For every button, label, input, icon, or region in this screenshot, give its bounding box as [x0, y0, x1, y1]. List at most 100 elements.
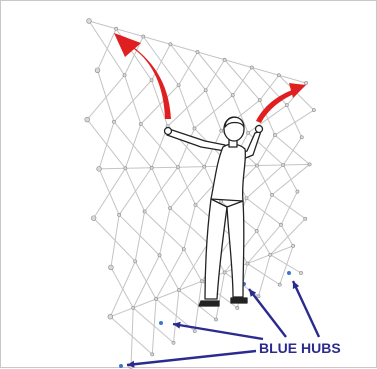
- left-red-arrow-head-icon: [114, 33, 141, 57]
- frame-hub: [193, 202, 198, 207]
- blue-hub-callout-arrows: [126, 280, 321, 368]
- frame-hub: [176, 288, 181, 293]
- blue-hub-icon: [159, 321, 163, 325]
- lattice-strut: [256, 134, 276, 166]
- frame-hub: [284, 103, 289, 108]
- frame-hub: [176, 165, 180, 170]
- lattice-strut: [130, 307, 134, 367]
- callout-arrowhead-icon: [292, 281, 300, 289]
- left-arm: [166, 128, 226, 152]
- lattice-strut: [278, 74, 307, 84]
- lattice-strut: [247, 104, 288, 134]
- lattice-strut: [194, 94, 234, 129]
- lattice-strut: [256, 230, 271, 255]
- hair: [224, 116, 245, 128]
- frame-hub: [150, 352, 155, 357]
- lattice-strut: [256, 194, 273, 232]
- lattice-strut: [88, 20, 125, 76]
- callout-arrow-line: [126, 349, 257, 367]
- lattice-strut: [113, 79, 152, 123]
- frame-hub: [142, 209, 147, 214]
- frame-hub: [192, 126, 197, 131]
- frame-hub: [270, 192, 274, 197]
- lattice-strut: [256, 164, 284, 167]
- lattice-strut: [93, 168, 126, 219]
- lattice-strut: [205, 59, 226, 91]
- lattice-strut: [286, 104, 303, 138]
- lattice-strut: [177, 128, 195, 168]
- lattice-strut: [93, 217, 136, 262]
- lattice-strut: [110, 316, 153, 355]
- lattice-strut: [246, 197, 282, 226]
- lattice-strut: [283, 163, 310, 166]
- lattice-strut: [110, 307, 134, 318]
- lattice-strut: [86, 119, 126, 169]
- right-red-arrow-head-icon: [289, 83, 306, 98]
- frame-hub: [90, 215, 97, 221]
- frame-hub: [304, 81, 308, 85]
- lattice-strut: [144, 166, 179, 212]
- torso: [210, 143, 247, 202]
- red-motion-arrows: [114, 33, 306, 123]
- callout-arrowhead-icon: [127, 360, 135, 368]
- lattice-strut: [224, 59, 261, 101]
- frame-hub: [219, 199, 223, 204]
- frame-hub: [245, 261, 250, 266]
- lattice-strut: [215, 272, 226, 320]
- lattice-strut: [177, 166, 205, 168]
- lattice-strut: [144, 211, 185, 250]
- frame-hub: [168, 42, 173, 47]
- lattice-strut: [197, 51, 225, 61]
- lattice-strut: [113, 121, 153, 169]
- frame-hub: [202, 164, 207, 169]
- right-foot: [230, 297, 248, 304]
- right-leg: [226, 200, 245, 298]
- frame-hub: [112, 119, 116, 124]
- lattice-strut: [173, 290, 180, 343]
- frame-hub: [222, 57, 227, 62]
- lattice-strut: [110, 267, 134, 309]
- lattice-strut: [86, 74, 125, 120]
- frame-hub: [176, 83, 181, 88]
- frame-hub: [94, 67, 101, 73]
- frame-hub: [299, 135, 304, 140]
- lattice-strut: [110, 214, 120, 268]
- lattice-strut: [124, 123, 142, 169]
- frame-hub: [249, 65, 254, 70]
- frame-hub: [171, 340, 176, 345]
- blue-hub-icon: [287, 271, 291, 275]
- frame-hub: [86, 18, 92, 24]
- frame-hub: [299, 271, 303, 275]
- lattice-strut: [177, 166, 196, 206]
- right-hand: [254, 124, 264, 134]
- lattice-strut: [271, 164, 310, 196]
- lattice-strut: [247, 224, 282, 264]
- lattice-strut: [246, 164, 284, 199]
- lattice-strut: [118, 167, 153, 216]
- blue-hubs-label: BLUE HUBS: [259, 340, 341, 356]
- lattice-strut: [259, 99, 276, 136]
- frame-hub: [123, 166, 128, 171]
- lattice-strut: [151, 167, 171, 209]
- lattice-strut: [232, 67, 253, 96]
- lattice-strut: [167, 89, 207, 127]
- lattice-strut: [232, 95, 249, 134]
- lattice-strut: [132, 255, 160, 309]
- lattice-strut: [88, 20, 117, 30]
- frame-hub: [131, 305, 136, 310]
- frame-hub: [279, 222, 283, 227]
- lattice-strut: [155, 248, 185, 300]
- frame-hub: [272, 133, 277, 137]
- frame-hub: [230, 93, 235, 98]
- frame-hub: [96, 166, 102, 172]
- lattice-strut: [134, 261, 157, 300]
- frame-hub: [311, 108, 316, 113]
- frame-hub: [244, 196, 249, 201]
- lattice-strut: [118, 214, 160, 256]
- lattice-strut: [282, 164, 298, 192]
- lattice-strut: [97, 70, 115, 122]
- frame-hub: [256, 294, 261, 299]
- frame-hub: [307, 162, 312, 167]
